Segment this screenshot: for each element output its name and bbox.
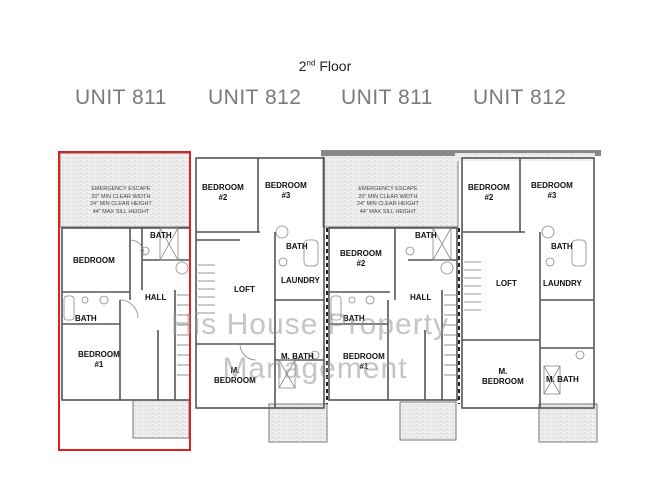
room-label: BEDROOM (343, 352, 385, 361)
room-label: BEDROOM (265, 181, 307, 190)
room-label: BEDROOM (214, 376, 256, 385)
room-label: M. (230, 366, 240, 375)
unit1-fixtures (63, 227, 189, 376)
room-label: #1 (94, 360, 104, 369)
watermark-line-1: His House Property (170, 308, 450, 341)
escape-note-unit1: EMERGENCY ESCAPE 20" MIN CLEAR WIDTH 24"… (90, 186, 152, 216)
unit-label-2: UNIT 812 (208, 86, 302, 109)
escape-note-line: 44" MAX SILL HEIGHT (359, 208, 417, 215)
room-u4-master-bedroom: M. BEDROOM (482, 367, 524, 387)
room-u4-bedroom-2: BEDROOM #2 (468, 183, 510, 203)
room-u4-bedroom-3: BEDROOM #3 (531, 181, 573, 201)
room-u4-laundry: LAUNDRY (543, 279, 582, 288)
room-u1-bedroom: BEDROOM (73, 256, 115, 265)
room-u2-master-bath: M. BATH (281, 352, 314, 361)
room-label: BEDROOM (482, 377, 524, 386)
room-label: #2 (484, 193, 494, 202)
unit2-fixtures (198, 225, 320, 389)
room-u4-master-bath: M. BATH (546, 375, 579, 384)
room-label: M. (498, 367, 508, 376)
room-u2-bedroom-3: BEDROOM #3 (265, 181, 307, 201)
room-u2-loft: LOFT (234, 285, 255, 294)
escape-note-line: 24" MIN CLEAR HEIGHT (357, 201, 419, 207)
room-u2-bedroom-2: BEDROOM #2 (202, 183, 244, 203)
floor-number: 2 (298, 58, 307, 74)
watermark-line-2: Management (222, 352, 408, 385)
escape-note-line: 20" MIN CLEAR WIDTH (91, 193, 151, 200)
unit4-fixtures (464, 225, 587, 395)
room-label: BEDROOM (531, 181, 573, 190)
escape-note-line: 24" MIN CLEAR HEIGHT (90, 201, 152, 207)
escape-note-line: EMERGENCY ESCAPE (91, 186, 151, 192)
room-u3-bedroom-1: BEDROOM #1 (343, 352, 385, 372)
escape-note-unit3: EMERGENCY ESCAPE 20" MIN CLEAR WIDTH 24"… (357, 186, 419, 216)
room-u1-bedroom-1: BEDROOM #1 (78, 350, 120, 370)
room-label: #1 (359, 362, 369, 371)
room-u3-hall: HALL (410, 293, 432, 302)
room-u3-bath-bottom: BATH (343, 314, 365, 323)
room-label: #2 (356, 259, 366, 268)
escape-note-line: 44" MAX SILL HEIGHT (92, 208, 150, 215)
escape-note-line: EMERGENCY ESCAPE (358, 186, 418, 192)
room-label: #3 (281, 191, 291, 200)
floor-word: Floor (315, 58, 352, 74)
room-u2-master-bedroom: M. BEDROOM (214, 366, 256, 386)
room-u2-laundry: LAUNDRY (281, 276, 320, 285)
room-u4-bath: BATH (551, 242, 573, 251)
room-u3-bedroom-2: BEDROOM #2 (340, 249, 382, 269)
unit-label-3: UNIT 811 (341, 86, 433, 109)
unit-label-4: UNIT 812 (473, 86, 567, 109)
room-label: BEDROOM (468, 183, 510, 192)
room-u3-bath-top: BATH (415, 231, 437, 240)
floor-title: 2nd Floor (0, 58, 650, 74)
floor-ordinal: nd (306, 58, 316, 68)
unit3-fixtures (330, 227, 456, 376)
room-label: #3 (547, 191, 557, 200)
room-label: BEDROOM (78, 350, 120, 359)
unit-label-1: UNIT 811 (75, 86, 167, 109)
room-label: BEDROOM (202, 183, 244, 192)
party-walls (326, 228, 460, 404)
room-u4-loft: LOFT (496, 279, 517, 288)
escape-note-line: 20" MIN CLEAR WIDTH (358, 193, 418, 200)
room-u1-hall: HALL (145, 293, 167, 302)
selected-unit-highlight (58, 151, 191, 451)
unit4-walls (461, 157, 595, 409)
room-label: #2 (218, 193, 228, 202)
room-u1-bath-bottom: BATH (75, 314, 97, 323)
room-u1-bath-top: BATH (150, 231, 172, 240)
room-label: BEDROOM (340, 249, 382, 258)
room-u2-bath: BATH (286, 242, 308, 251)
